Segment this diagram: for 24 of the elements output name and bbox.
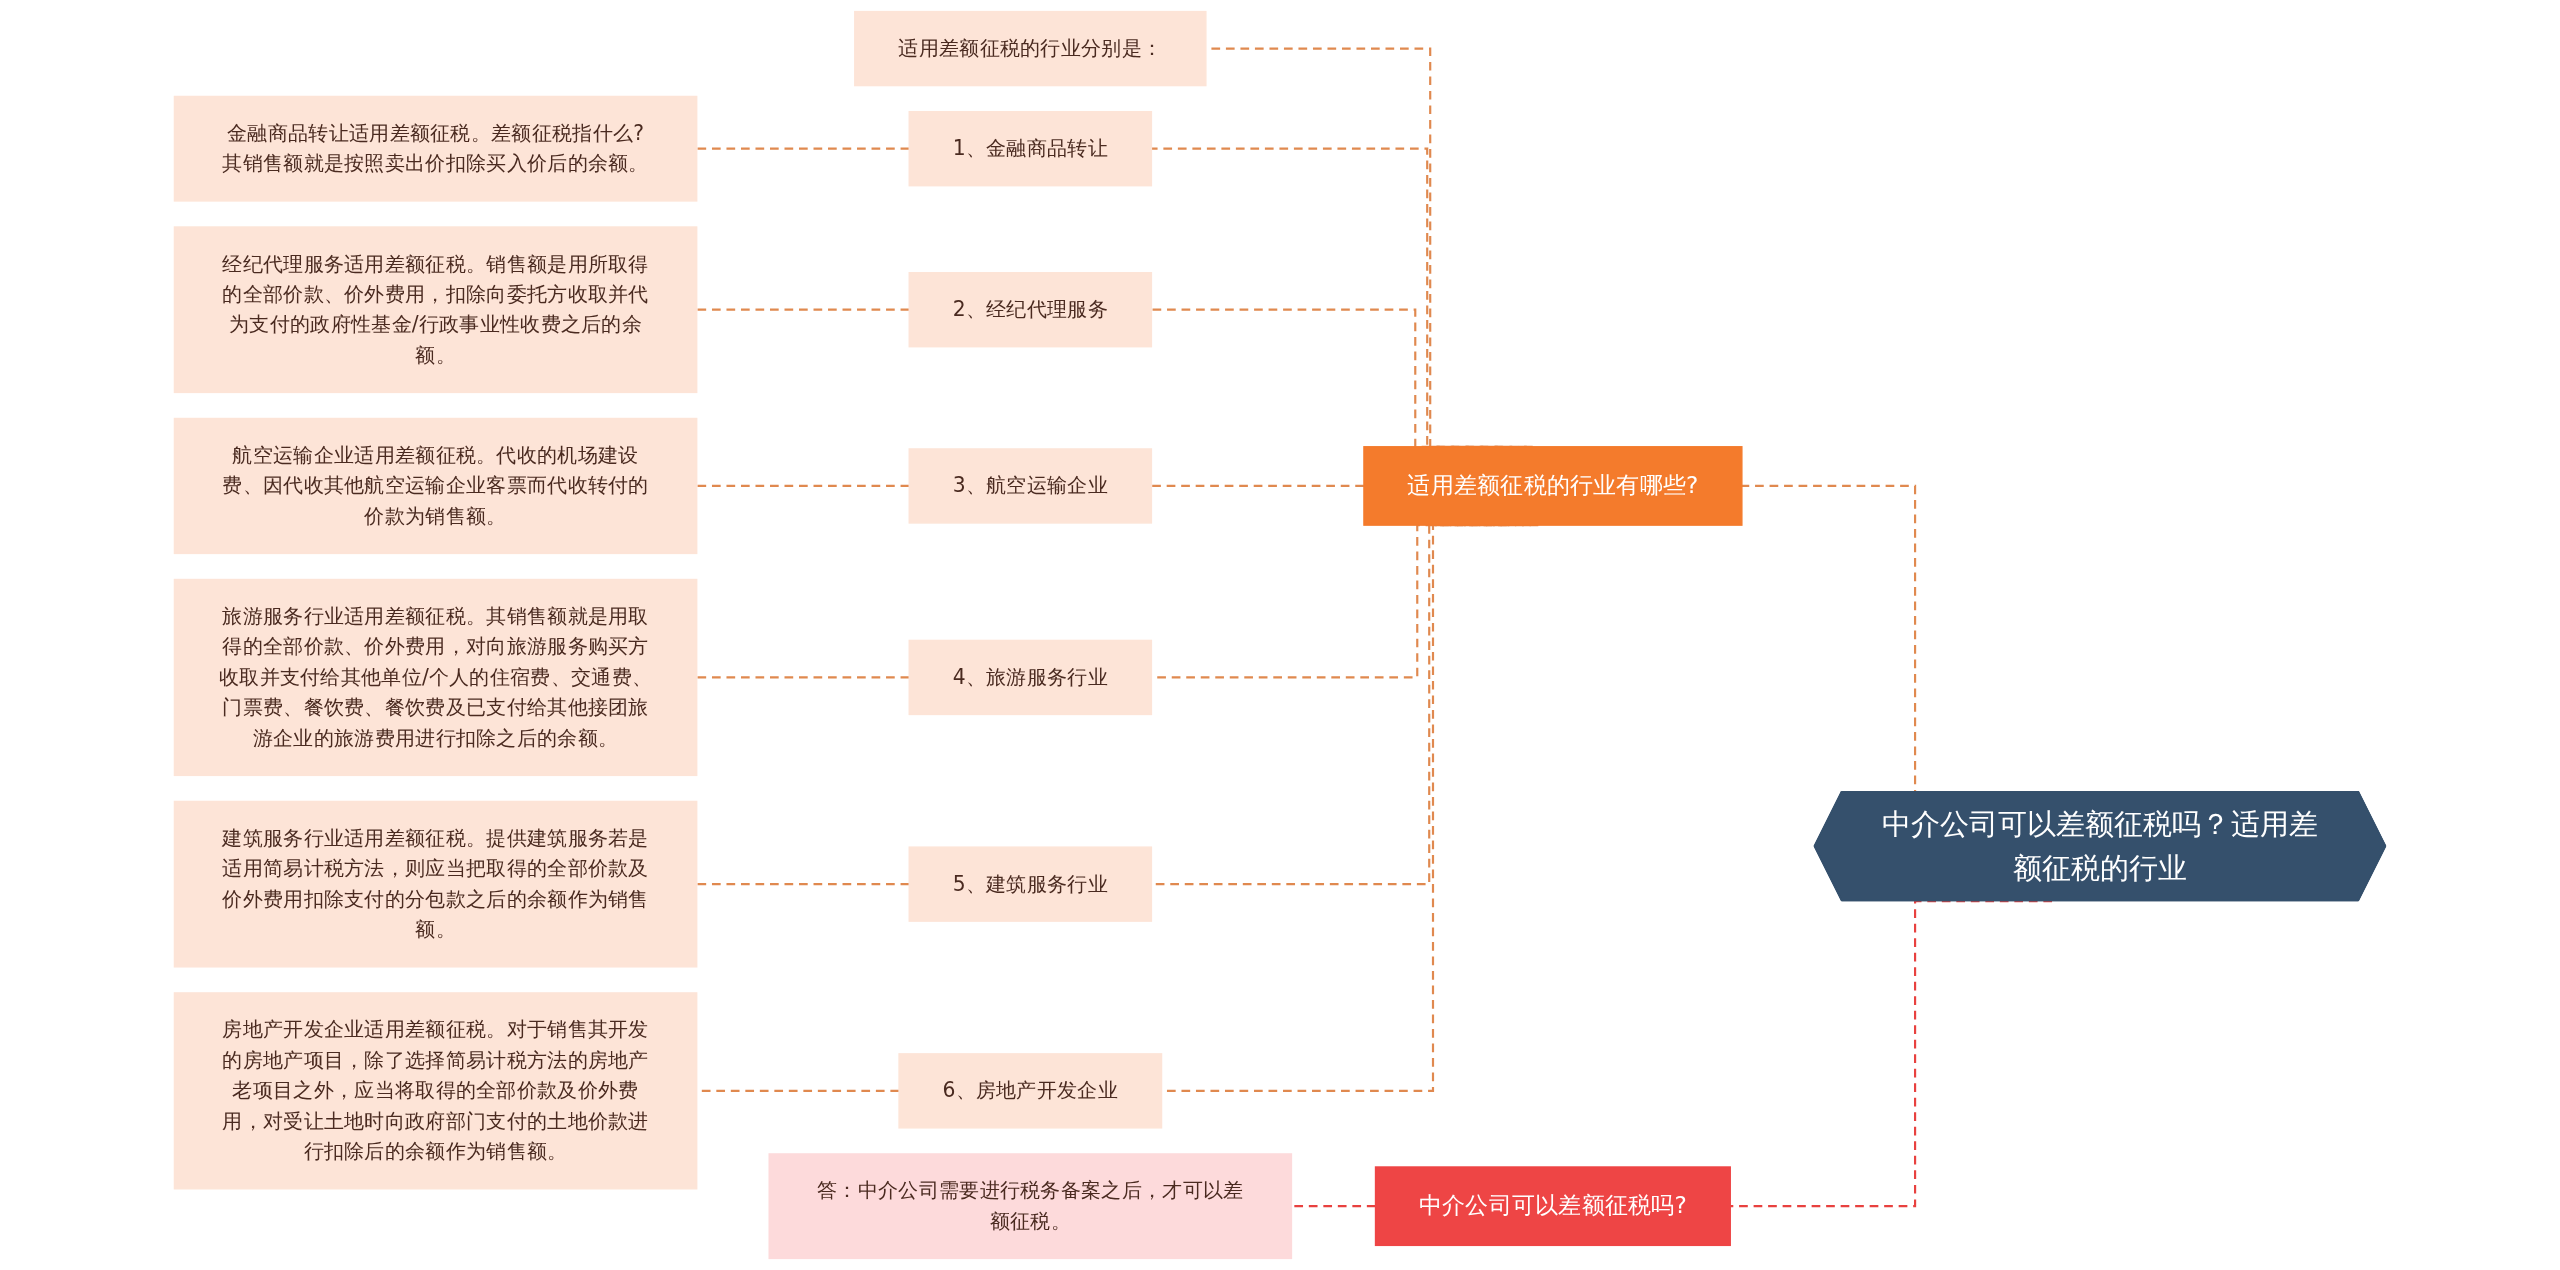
- node-box: 旅游服务行业适用差额征税。其销售额就是用取得的全部价款、价外费用，对向旅游服务购买方收取并支付给其他单位/个人的住宿费、交通费、门票费、餐饮费、餐饮费及已支付给其他接团旅游企业的旅游费用进行扣除之后的余额。: [173, 578, 698, 777]
- connector: [1730, 900, 2053, 1208]
- connector: [696, 676, 910, 679]
- node-box: 3、航空运输企业: [908, 448, 1153, 524]
- node-box: 经纪代理服务适用差额征税。销售额是用所取得的全部价款、价外费用，扣除向委托方收取并代为支付的政府性基金/行政事业性收费之后的余额。: [173, 226, 698, 394]
- node-box: 适用差额征税的行业有哪些?: [1363, 446, 1743, 526]
- node-box: 答：中介公司需要进行税务备案之后，才可以差额征税。: [768, 1153, 1293, 1260]
- node-box: 中介公司可以差额征税吗?: [1374, 1166, 1731, 1247]
- node-box: 5、建筑服务行业: [908, 846, 1153, 922]
- connector: [696, 883, 910, 886]
- node-box: 2、经纪代理服务: [908, 272, 1153, 348]
- connector: [696, 308, 910, 311]
- connector: [1291, 1205, 1376, 1208]
- connector: [696, 484, 910, 488]
- connector: [1151, 484, 1364, 488]
- node-box: 房地产开发企业适用差额征税。对于销售其开发的房地产项目，除了选择简易计税方法的房地产老项目之外，应当将取得的全部价款及价外费用，对受让土地时向政府部门支付的土地价款进行扣除后的余额作为销售额。: [173, 992, 698, 1190]
- node-box: 航空运输企业适用差额征税。代收的机场建设费、因代收其他航空运输企业客票而代收转付的价款为销售额。: [173, 417, 698, 555]
- node-box: 4、旅游服务行业: [908, 639, 1153, 716]
- connector: [696, 147, 910, 150]
- node-box: 1、金融商品转让: [908, 110, 1153, 187]
- node-box: 金融商品转让适用差额征税。差额征税指什么?其销售额就是按照卖出价扣除买入价后的余额。: [173, 95, 698, 202]
- node-box: 建筑服务行业适用差额征税。提供建筑服务若是适用简易计税方法，则应当把取得的全部价款及价外费用扣除支付的分包款之后的余额作为销售额。: [173, 800, 698, 968]
- node-box: 6、房地产开发企业: [898, 1053, 1163, 1129]
- node-box: 适用差额征税的行业分别是：: [854, 10, 1207, 87]
